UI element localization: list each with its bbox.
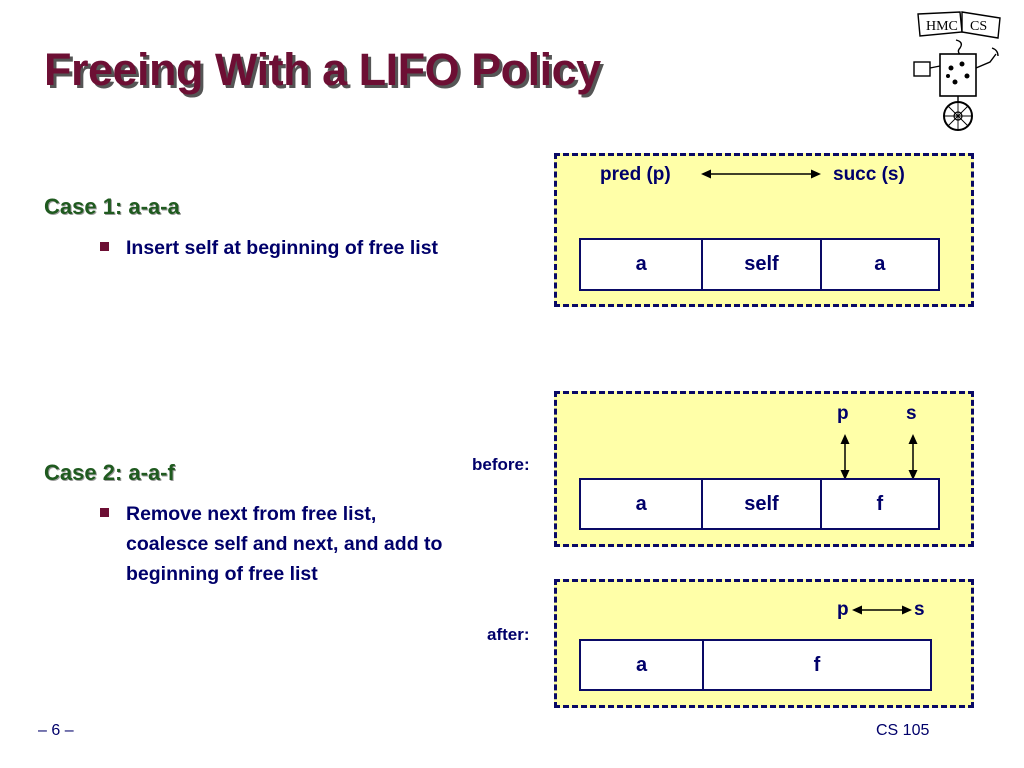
succ-label: succ (s) <box>833 164 905 185</box>
case2-bullet: Remove next from free list, coalesce sel… <box>100 499 460 589</box>
s-label: s <box>914 599 925 620</box>
slide-title: Freeing With a LIFO Policy <box>44 44 601 95</box>
svg-text:CS: CS <box>970 19 987 34</box>
case2-heading: Case 2: a-a-f <box>44 460 175 485</box>
diagram2-blocks: a self f <box>579 478 940 530</box>
block-cell: self <box>701 480 819 528</box>
page-number: – 6 – <box>38 722 74 739</box>
p-label: p <box>837 599 849 620</box>
bullet-square-icon <box>100 242 109 251</box>
block-cell: a <box>819 240 938 289</box>
case1-heading: Case 1: a-a-a <box>44 194 180 219</box>
diagram3-blocks: a f <box>579 639 932 691</box>
pred-label: pred (p) <box>600 164 671 185</box>
after-label: after: <box>487 625 530 644</box>
course-label: CS 105 <box>876 722 930 739</box>
p-label: p <box>837 403 849 424</box>
block-cell: f <box>702 641 930 689</box>
pred-succ-double-arrow <box>701 169 821 179</box>
block-cell: a <box>635 253 647 275</box>
case1-bullet: Insert self at beginning of free list <box>100 233 450 263</box>
p-vertical-double-arrow <box>840 434 850 480</box>
hmc-cs-logo: HMC CS <box>913 11 1001 131</box>
s-vertical-double-arrow <box>908 434 918 480</box>
block-cell: self <box>701 240 819 289</box>
bullet-square-icon <box>100 508 109 517</box>
block-cell: a <box>635 653 648 676</box>
block-cell: a <box>635 492 647 515</box>
before-label: before: <box>472 455 530 474</box>
case1-bullet-text: Insert self at beginning of free list <box>126 237 439 259</box>
p-s-double-arrow <box>852 605 912 615</box>
block-cell: f <box>819 480 938 528</box>
s-label: s <box>906 403 917 424</box>
svg-text:HMC: HMC <box>926 19 958 34</box>
diagram1-blocks: a self a <box>579 238 940 291</box>
case2-bullet-text: Remove next from free list, coalesce sel… <box>126 503 443 585</box>
